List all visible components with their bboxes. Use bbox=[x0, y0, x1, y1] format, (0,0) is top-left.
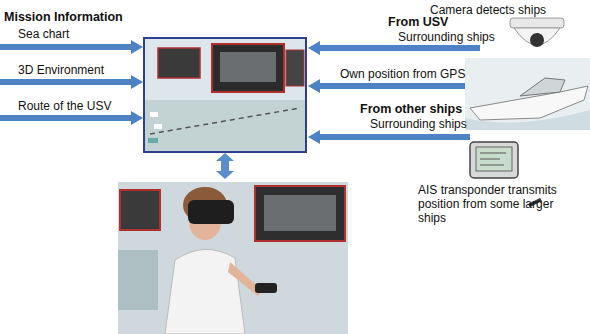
group-heading: Mission Information bbox=[4, 10, 123, 24]
boat-image bbox=[465, 58, 590, 130]
group-heading: From USV bbox=[388, 15, 448, 29]
image-caption: Camera detects ships bbox=[430, 3, 546, 17]
camera-image bbox=[510, 18, 564, 47]
image-caption: AIS transponder transmits position from … bbox=[418, 183, 568, 225]
input-label: 3D Environment bbox=[18, 63, 104, 77]
double-arrow bbox=[216, 153, 234, 179]
vr-user-photo bbox=[118, 182, 348, 334]
input-label: Route of the USV bbox=[18, 99, 111, 113]
vr-screenshot bbox=[144, 38, 306, 152]
input-label: Own position from GPS bbox=[340, 67, 465, 81]
input-label: Sea chart bbox=[18, 27, 69, 41]
group-heading: From other ships bbox=[360, 102, 462, 116]
input-label: Surrounding ships bbox=[398, 30, 495, 44]
input-label: Surrounding ships bbox=[370, 117, 467, 131]
